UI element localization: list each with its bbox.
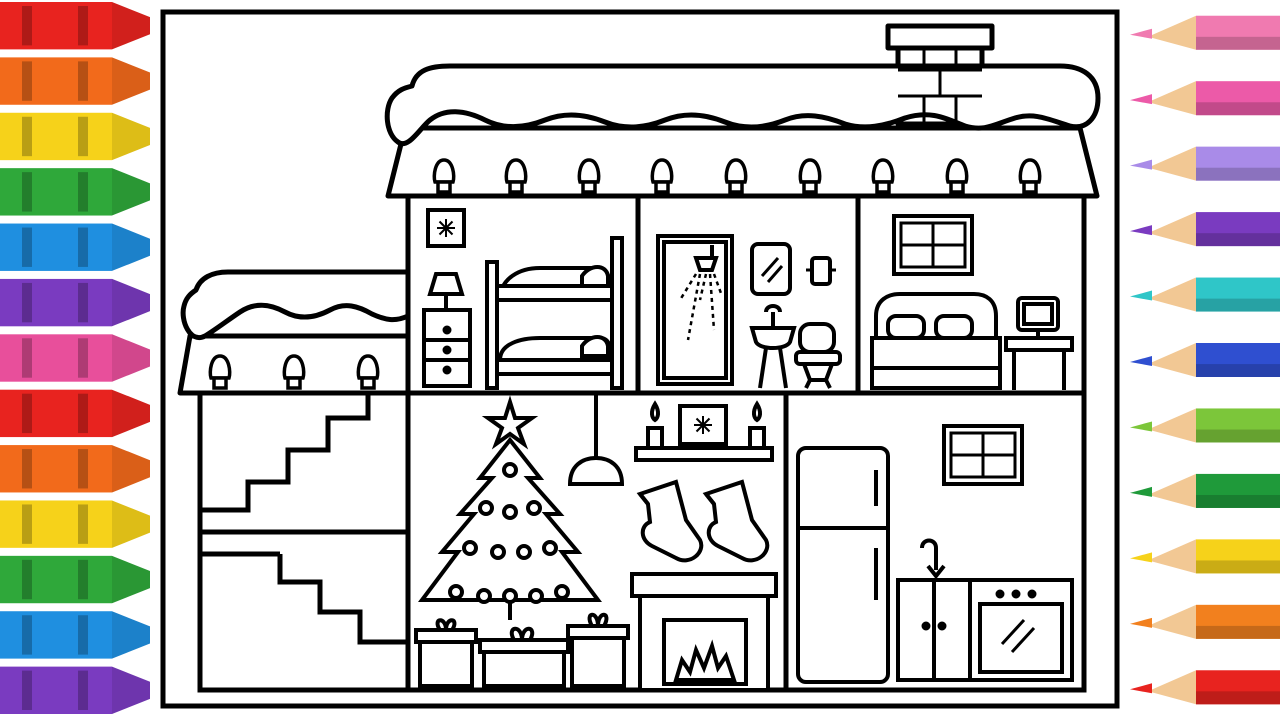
bunk-bed [485,236,624,390]
tree-star [481,395,539,450]
colored-pencil [1130,212,1280,247]
crayon [0,168,150,216]
colored-pencil [1130,670,1280,705]
stocking-left [636,479,704,563]
colored-pencil [1130,473,1280,508]
kitchen-faucet [920,538,938,570]
staircase [200,393,408,645]
sink [749,326,797,350]
crayon [0,57,150,105]
bathroom [656,234,842,389]
crayon [0,278,150,327]
colored-pencil [1130,408,1280,443]
crayon [0,611,150,659]
crayon [0,666,150,714]
crayon [0,389,150,438]
shower-water [678,273,724,341]
crayon [0,112,150,161]
mantel-picture [678,404,728,446]
ceiling-lamp [567,455,625,486]
chimney-cap [885,23,995,51]
kitchen [796,424,1074,684]
colored-pencil [1130,343,1280,377]
crayon [0,445,150,493]
crayon [0,334,150,382]
roof-snow [384,63,1101,147]
crayon [0,223,150,271]
side-roof-snow [180,269,411,341]
tree-ornaments [448,462,570,604]
gift-boxes [414,612,630,688]
colored-pencil [1130,539,1280,574]
colored-pencil [1130,81,1280,116]
crayon [0,2,150,50]
light-switch [810,256,832,286]
colored-pencil [1130,15,1280,50]
colored-pencil [1130,604,1280,639]
refrigerator [796,446,890,684]
fireplace [630,400,778,692]
crayon-column [0,2,150,714]
living-room [414,393,630,688]
kids-bedroom [422,208,624,390]
house-walls [197,193,1087,693]
crayon [0,555,150,604]
bathroom-mirror [750,242,792,296]
pencil-column [1130,15,1280,705]
master-bedroom [870,214,1074,390]
toilet-tank [798,322,836,354]
stocking-right [702,479,770,563]
chimney-bricks [898,48,982,122]
mantel-shelf [634,446,774,462]
fireplace-top [630,572,778,598]
colored-pencil [1130,146,1280,181]
desk [1004,336,1074,352]
colored-pencil [1130,277,1280,312]
lamp-shade [427,272,465,296]
fire-flames [673,639,737,682]
crayon [0,500,150,548]
